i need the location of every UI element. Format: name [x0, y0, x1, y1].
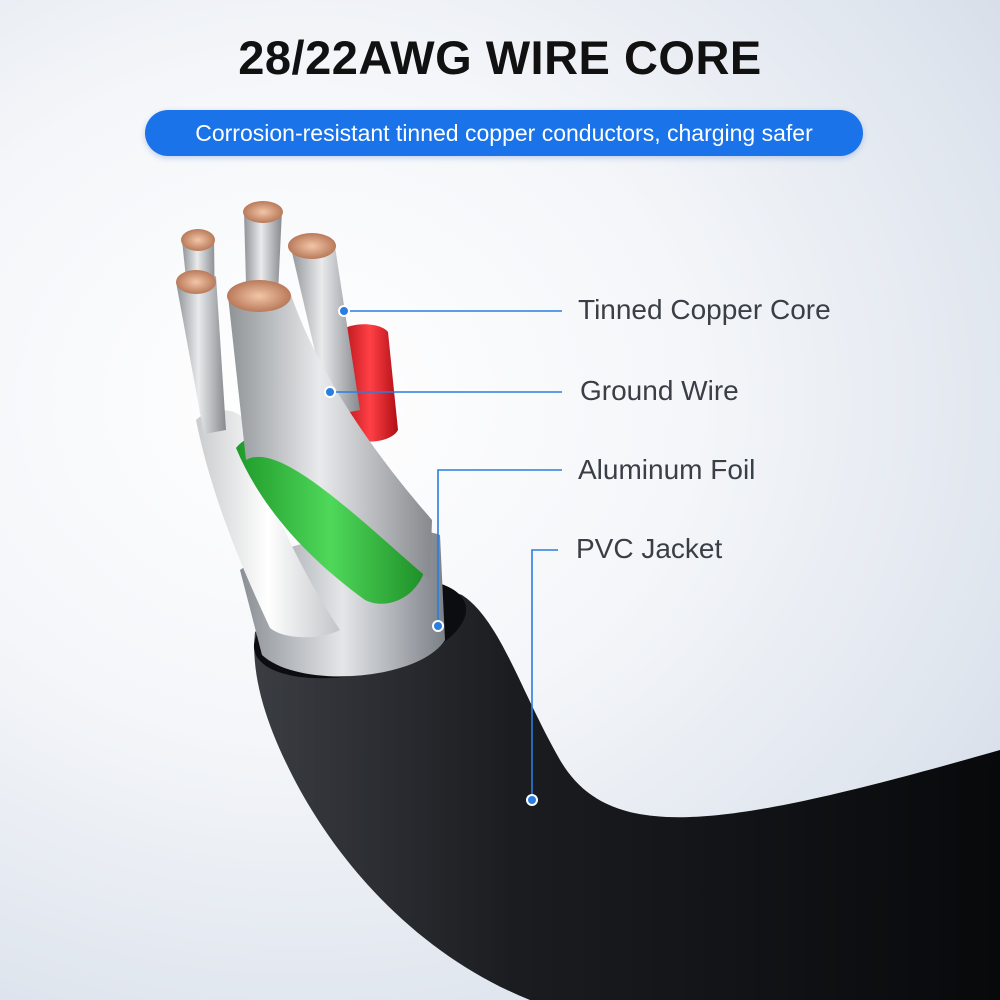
green-conductor	[236, 430, 425, 604]
callout-lines	[330, 310, 562, 800]
subtitle-text: Corrosion-resistant tinned copper conduc…	[195, 119, 813, 146]
callout-label-aluminum-foil: Aluminum Foil	[578, 454, 756, 485]
callout-label-ground-wire: Ground Wire	[580, 375, 739, 406]
stranded-wires	[176, 210, 432, 580]
headline: 28/22AWG WIRE CORE	[238, 31, 762, 84]
subtitle-banner: Corrosion-resistant tinned copper conduc…	[145, 110, 863, 156]
red-conductor	[342, 324, 398, 442]
white-conductor	[196, 410, 340, 638]
copper-strand-ends	[176, 201, 336, 312]
callout-label-pvc-jacket: PVC Jacket	[576, 533, 723, 564]
callout-dots	[324, 305, 538, 806]
callout-label-tinned-copper-core: Tinned Copper Core	[578, 294, 831, 325]
